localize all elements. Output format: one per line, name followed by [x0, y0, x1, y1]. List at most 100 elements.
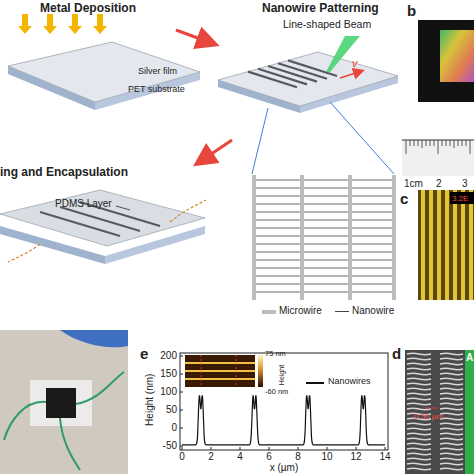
sem-line [407, 453, 431, 455]
plot-frame [180, 353, 388, 450]
nanowire-line [352, 252, 392, 253]
nanowire-line [256, 292, 300, 293]
nanowire-line [352, 244, 392, 245]
nanowire-line [352, 220, 392, 221]
nanowire-line [304, 236, 348, 237]
nanowire-line [256, 180, 300, 181]
nanowire-line [304, 204, 348, 205]
process-arrow [198, 140, 232, 163]
sem-line [407, 363, 431, 365]
device-photo [0, 330, 128, 474]
nanowire-line [352, 204, 392, 205]
nanowire-line [256, 276, 300, 277]
step-title: Metal Deposition [40, 2, 136, 16]
nanowire-line [304, 260, 348, 261]
optical-image [445, 190, 449, 300]
sem-line [407, 368, 431, 370]
sem-line [407, 423, 431, 425]
patterned-slab [218, 52, 398, 106]
axis-title: Height (nm) [144, 374, 156, 426]
optical-image [453, 190, 457, 300]
sem-line [440, 393, 463, 395]
optical-image [450, 192, 474, 204]
sem-line [440, 353, 463, 355]
sem-line [440, 408, 463, 410]
panel-letter: c [400, 190, 408, 207]
tick-label: 6 [266, 451, 272, 463]
colorbar-label: -60 nm [265, 388, 288, 397]
tick-label: 4 [237, 451, 243, 463]
sem-line [407, 388, 431, 390]
sem-line [407, 373, 431, 375]
tick-label: 14 [379, 451, 390, 463]
lead-wires [170, 200, 206, 222]
nanowire-line [352, 260, 392, 261]
nanowire-line [256, 204, 300, 205]
nanowire-line [256, 196, 300, 197]
lead-wires [8, 200, 206, 262]
deposition-arrows [18, 14, 107, 34]
device-photo [76, 372, 124, 404]
layer-label: PDMS Layer [55, 198, 112, 210]
legend-sample [262, 310, 276, 314]
sem-line [407, 448, 431, 450]
patterned-slab [218, 52, 398, 113]
nanowire-line [304, 180, 348, 181]
nanowire-line [256, 212, 300, 213]
sem-line [440, 443, 463, 445]
axis-title: x (µm) [270, 462, 299, 474]
deposition-arrows [68, 14, 82, 34]
sample-photo [418, 20, 474, 102]
sem-line [407, 443, 431, 445]
nanowire-line [256, 236, 300, 237]
microwire-bar [252, 175, 256, 300]
tick-label: 2 [208, 451, 214, 463]
sem-line [440, 398, 463, 400]
sem-line [440, 463, 463, 465]
legend-sample [306, 382, 324, 384]
nanowire-line [352, 284, 392, 285]
step-title: Nanowire Patterning [262, 2, 379, 16]
device-photo [60, 418, 80, 470]
panel-letter: e [140, 345, 148, 362]
legend-sample [335, 311, 349, 312]
nanowire-line [304, 292, 348, 293]
sem-line [407, 383, 431, 385]
tick-label: 8 [295, 451, 301, 463]
leader-line [116, 206, 130, 210]
sem-line [407, 378, 431, 380]
sem-line [440, 363, 463, 365]
device-photo [60, 330, 128, 347]
sem-line [440, 358, 463, 360]
nanowire-line [304, 196, 348, 197]
zoom-lines [252, 102, 394, 174]
step-title: ing and Encapsulation [0, 166, 128, 180]
sem-image [465, 350, 474, 474]
layer-label: PET substrate [128, 84, 185, 94]
sem-line [407, 353, 431, 355]
tick-label: 200 [160, 350, 177, 362]
sem-line [440, 378, 463, 380]
beam-label: Line-shaped Beam [283, 18, 371, 30]
ruler-mark: 2 [436, 178, 442, 190]
nanowire-line [256, 252, 300, 253]
deposition-arrows [43, 14, 57, 34]
silver-film-slab [8, 42, 200, 110]
optical-image [437, 190, 441, 300]
nanowire-stripes [248, 60, 337, 87]
nanowire-line [352, 212, 392, 213]
deposition-arrows [93, 14, 107, 34]
legend-text: Microwire [279, 305, 322, 317]
layer-label: Silver film [138, 66, 177, 76]
nanowire-line [304, 252, 348, 253]
dimension-label: 0.50 µm [414, 412, 443, 421]
panel-letter: A [466, 352, 473, 364]
nanowire-line [352, 292, 392, 293]
sem-line [440, 418, 463, 420]
sem-line [407, 463, 431, 465]
sem-image [424, 407, 438, 408]
scale-text: 3.2E [452, 194, 468, 203]
nanowire-line [304, 276, 348, 277]
